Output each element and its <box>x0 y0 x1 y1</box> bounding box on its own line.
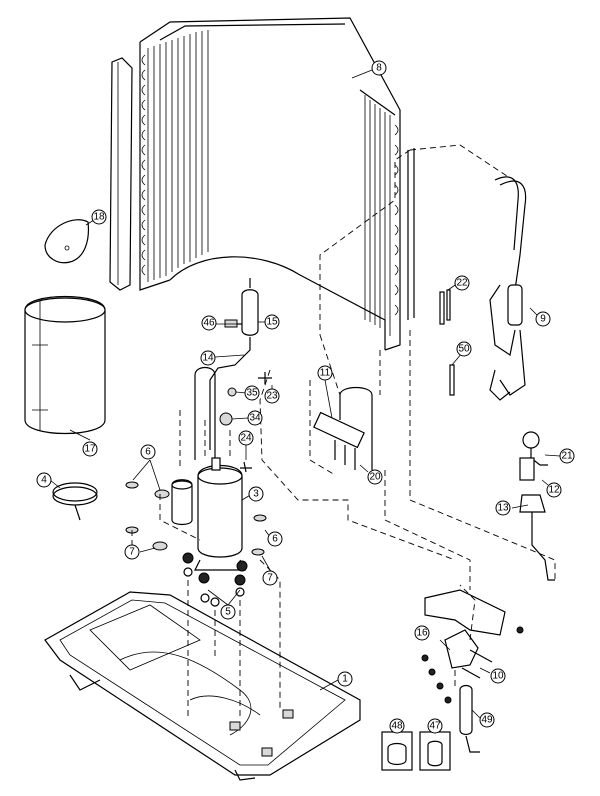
part-9-capillary-assembly <box>489 176 527 401</box>
callout-50: 50 <box>456 341 472 357</box>
part-20-four-way-valve <box>313 386 373 470</box>
svg-text:11: 11 <box>320 368 331 379</box>
part-49-filter <box>459 684 480 753</box>
svg-text:16: 16 <box>416 628 428 639</box>
svg-text:7: 7 <box>129 547 135 558</box>
callout-10: 10 <box>490 668 506 684</box>
part-34-nut <box>219 412 233 426</box>
callout-9: 9 <box>535 311 551 327</box>
callout-5: 5 <box>220 604 236 620</box>
svg-text:14: 14 <box>202 353 214 364</box>
svg-text:24: 24 <box>240 433 252 444</box>
svg-text:9: 9 <box>540 314 546 325</box>
callout-11: 11 <box>317 365 333 381</box>
part-18-bracket <box>44 219 90 264</box>
part-10-service-valve-bracket <box>421 589 524 704</box>
callout-22: 22 <box>454 275 470 291</box>
part-24-sensor <box>240 461 252 473</box>
svg-text:35: 35 <box>246 388 258 399</box>
part-17-compressor-jacket <box>24 296 106 434</box>
part-15-accumulator <box>209 278 259 450</box>
callout-3: 3 <box>248 486 264 502</box>
svg-text:6: 6 <box>272 534 278 545</box>
callout-23: 23 <box>264 388 280 404</box>
side-bracket <box>109 57 133 291</box>
callout-21: 21 <box>559 448 575 464</box>
part-35-cap <box>227 387 237 397</box>
callout-35: 35 <box>244 385 260 401</box>
svg-text:46: 46 <box>203 318 215 329</box>
part-22-sensor <box>439 289 451 325</box>
part-3-compressor <box>171 457 246 571</box>
part-4-clamp-band <box>52 482 98 521</box>
vibration-grommets <box>182 552 248 607</box>
callout-1: 1 <box>337 671 353 687</box>
svg-text:21: 21 <box>561 451 573 462</box>
washers <box>125 481 267 556</box>
svg-text:20: 20 <box>369 472 381 483</box>
svg-text:23: 23 <box>266 391 278 402</box>
svg-text:5: 5 <box>225 607 231 618</box>
part-47-box <box>419 731 451 771</box>
svg-text:7: 7 <box>267 573 273 584</box>
part-50-sensor <box>449 364 455 396</box>
part-21-strainer <box>522 431 548 466</box>
callout-15: 15 <box>264 314 280 330</box>
callout-16: 16 <box>414 625 430 641</box>
svg-text:34: 34 <box>249 413 261 424</box>
callout-46: 46 <box>201 315 217 331</box>
svg-text:47: 47 <box>429 721 441 732</box>
coil-return-bends <box>141 54 399 316</box>
callout-6b: 6 <box>267 531 283 547</box>
part-46-valve <box>224 319 242 328</box>
svg-text:15: 15 <box>266 317 278 328</box>
callout-24: 24 <box>238 430 254 446</box>
svg-text:6: 6 <box>145 447 151 458</box>
dashed-connection-lines <box>131 144 556 720</box>
callout-7a: 7 <box>124 544 140 560</box>
coil-header-pipe <box>407 148 415 320</box>
callout-34: 34 <box>247 410 263 426</box>
svg-text:22: 22 <box>456 278 468 289</box>
svg-text:49: 49 <box>481 715 493 726</box>
svg-text:1: 1 <box>342 674 348 685</box>
svg-text:13: 13 <box>497 503 509 514</box>
svg-text:8: 8 <box>376 63 382 74</box>
callout-49: 49 <box>479 712 495 728</box>
callout-12: 12 <box>546 482 562 498</box>
callout-4: 4 <box>36 472 52 488</box>
coil-fins-right <box>364 95 391 336</box>
callout-17: 17 <box>82 441 98 457</box>
svg-text:3: 3 <box>253 489 259 500</box>
callout-7b: 7 <box>262 570 278 586</box>
svg-text:48: 48 <box>391 721 403 732</box>
svg-text:50: 50 <box>458 344 470 355</box>
callout-13: 13 <box>495 500 511 516</box>
part-48-box <box>381 731 413 771</box>
svg-text:18: 18 <box>93 212 105 223</box>
callout-20: 20 <box>367 469 383 485</box>
coil-fins-left <box>147 30 209 282</box>
callout-47: 47 <box>427 718 443 734</box>
part-23-sensor <box>258 372 272 384</box>
part-12-coil <box>519 457 535 481</box>
svg-text:10: 10 <box>492 671 504 682</box>
part-13-expansion-valve <box>519 494 555 581</box>
callout-18: 18 <box>91 209 107 225</box>
callout-8: 8 <box>371 60 387 76</box>
callout-6a: 6 <box>140 444 156 460</box>
svg-text:4: 4 <box>41 475 47 486</box>
callout-48: 48 <box>389 718 405 734</box>
callout-14: 14 <box>200 350 216 366</box>
part-1-base-pan <box>44 591 361 781</box>
svg-text:17: 17 <box>84 444 96 455</box>
svg-text:12: 12 <box>548 485 560 496</box>
part-14-suction-pipe <box>194 366 216 460</box>
